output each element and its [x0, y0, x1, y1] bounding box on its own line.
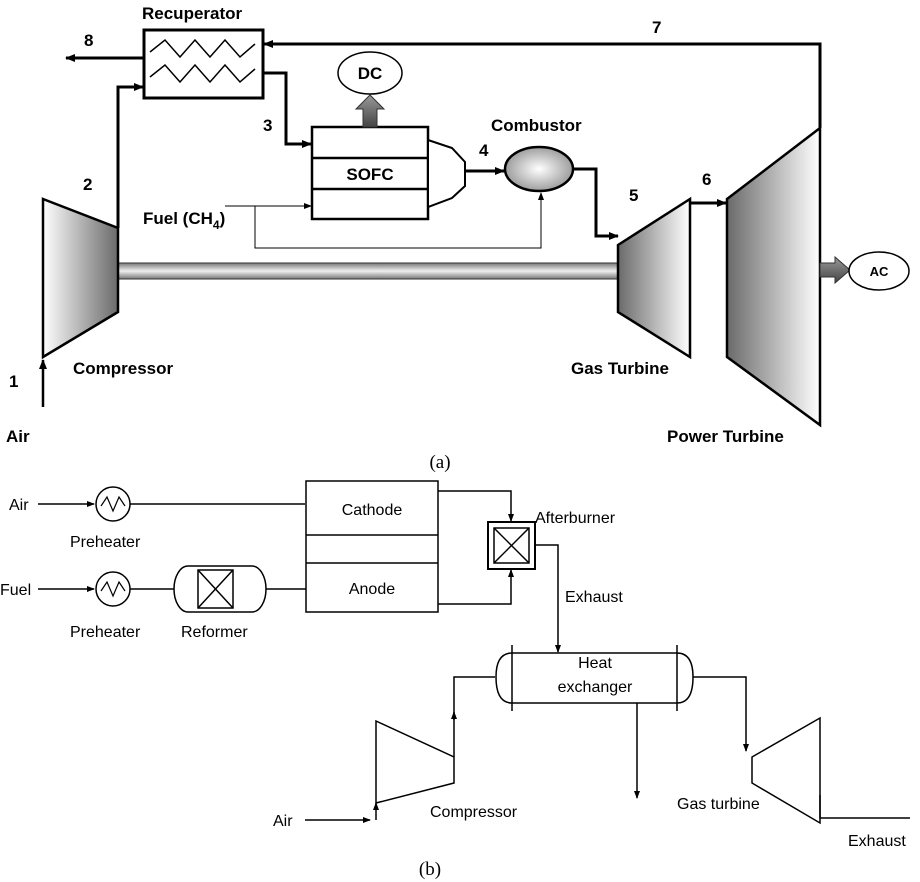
- recuperator-label: Recuperator: [142, 4, 243, 23]
- stream-7: [263, 40, 822, 128]
- afterburner-label: Afterburner: [535, 510, 616, 527]
- gas-turbine-label-a: Gas Turbine: [571, 359, 669, 378]
- stream-number-2: 2: [83, 175, 92, 194]
- compressor-a: [41, 197, 120, 360]
- stream-5: [573, 167, 619, 240]
- stream-number-7: 7: [652, 18, 661, 37]
- power-turbine-label: Power Turbine: [667, 427, 784, 446]
- heat-exchanger-label-2: exchanger: [558, 679, 633, 696]
- stream-3: [263, 71, 312, 148]
- cathode-label: Cathode: [342, 502, 403, 519]
- air-in-label: Air: [9, 497, 29, 514]
- part-b: Air Fuel Preheater Preheater Reformer Ca…: [0, 480, 910, 880]
- preheater-air-label: Preheater: [70, 534, 141, 551]
- stream-number-8: 8: [84, 31, 93, 50]
- combustor-label: Combustor: [491, 116, 582, 135]
- dc-output: [337, 51, 403, 95]
- fuel-in-label: Fuel: [0, 582, 31, 599]
- exhaust-to-hx: [535, 544, 561, 653]
- compressor-to-hx: [453, 676, 495, 757]
- recuperator: [142, 28, 265, 100]
- air-compressor-in-label: Air: [273, 813, 293, 830]
- compressor-label-a: Compressor: [73, 359, 174, 378]
- exhaust-mid-label: Exhaust: [565, 589, 623, 606]
- recuperator-coil-top: [149, 38, 256, 59]
- stream-number-1: 1: [9, 372, 18, 391]
- sofc-label: SOFC: [346, 165, 393, 184]
- preheater-fuel-label: Preheater: [70, 624, 141, 641]
- part-a: Recuperator DC SOFC Combustor AC Fuel (C…: [6, 4, 910, 473]
- preheater-air: [95, 486, 131, 522]
- ac-label: AC: [870, 264, 889, 279]
- shaft: [117, 262, 619, 280]
- caption-b: (b): [419, 859, 441, 880]
- dc-label: DC: [358, 64, 383, 83]
- compressor-b: [375, 719, 455, 804]
- compressor-label-b: Compressor: [430, 804, 518, 821]
- hx-to-turbine: [693, 676, 749, 752]
- stream-2: [116, 83, 144, 228]
- exhaust-out-label: Exhaust: [848, 833, 906, 850]
- stream-number-4: 4: [479, 141, 489, 160]
- heat-exchanger-label-1: Heat: [578, 655, 612, 672]
- cathode-to-afterburner: [438, 490, 514, 522]
- turbine-exhaust-line: [819, 795, 910, 819]
- ac-output: [848, 251, 910, 291]
- anode-to-afterburner: [438, 569, 514, 605]
- reformer-label: Reformer: [181, 624, 248, 641]
- combustor: [503, 145, 575, 193]
- fuel-cell-stack: [305, 480, 439, 613]
- stream-number-3: 3: [263, 116, 272, 135]
- ac-output-arrow: [819, 255, 851, 285]
- power-turbine: [725, 125, 822, 428]
- dc-output-arrow: [354, 94, 386, 128]
- air-label-a: Air: [6, 427, 30, 446]
- sofc-outlet-manifold: [427, 138, 466, 209]
- gas-turbine-b: [751, 716, 821, 825]
- stream-number-6: 6: [702, 170, 711, 189]
- recuperator-coil-bottom: [149, 63, 256, 84]
- caption-a: (a): [429, 452, 450, 473]
- anode-label: Anode: [349, 581, 395, 598]
- fuel-to-combustor: [254, 192, 544, 249]
- stream-number-5: 5: [629, 186, 638, 205]
- fuel-ch4-label: Fuel (CH4): [143, 209, 225, 232]
- gas-turbine-a: [616, 196, 692, 360]
- preheater-fuel: [95, 571, 131, 607]
- gas-turbine-label-b: Gas turbine: [677, 796, 760, 813]
